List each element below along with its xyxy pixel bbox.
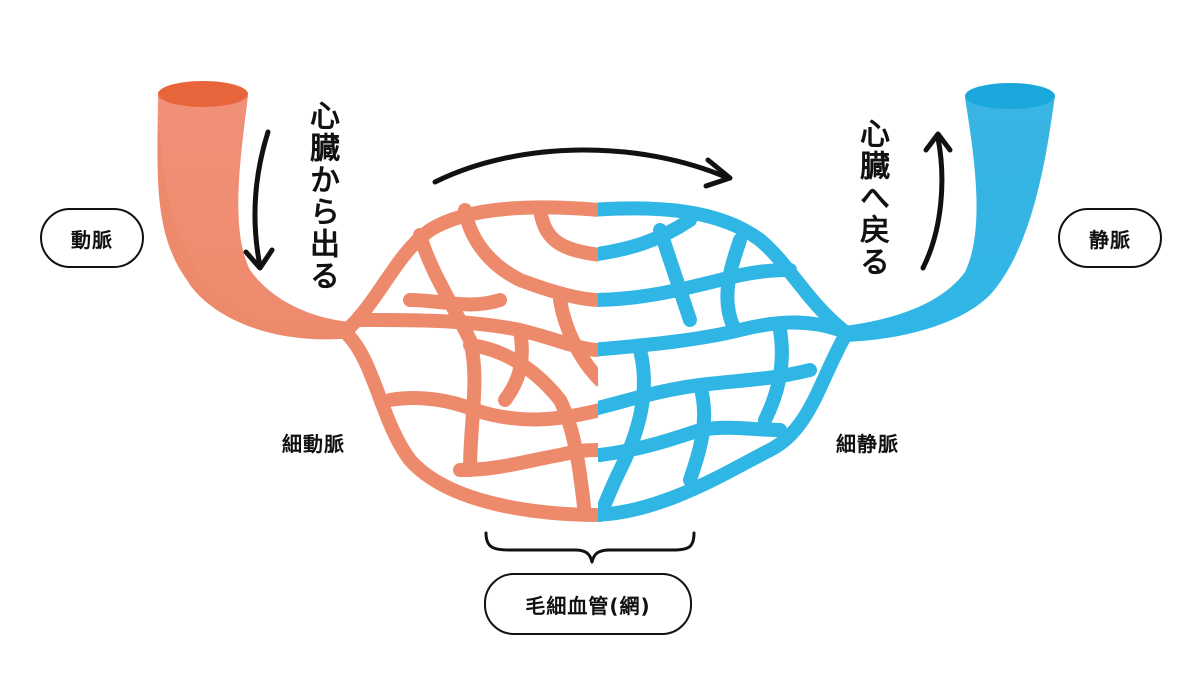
vein-opening [965, 83, 1055, 109]
venule-label: 細静脈 [836, 432, 899, 456]
capillary-network-venous [598, 201, 852, 522]
capillary-brace [484, 531, 696, 564]
arrow-back-to-heart [920, 131, 953, 271]
vein-vessel [845, 83, 1055, 342]
capillary-network-arterial [338, 200, 598, 522]
vein-label-pill: 静脈 [1058, 208, 1162, 268]
from-heart-text: 心臓から出る [304, 100, 339, 292]
arteriole-label: 細動脈 [282, 432, 345, 456]
artery-vessel [157, 81, 352, 340]
arrow-out-of-heart [243, 129, 275, 271]
capillary-label: 毛細血管(網) [525, 593, 651, 618]
arrow-flow-direction [432, 147, 733, 189]
to-heart-text: 心臓へ戻る [854, 118, 889, 278]
vein-label: 静脈 [1089, 227, 1131, 252]
artery-label: 動脈 [71, 227, 113, 252]
artery-opening [158, 81, 248, 107]
capillary-label-pill: 毛細血管(網) [484, 573, 692, 635]
artery-label-pill: 動脈 [40, 208, 144, 268]
